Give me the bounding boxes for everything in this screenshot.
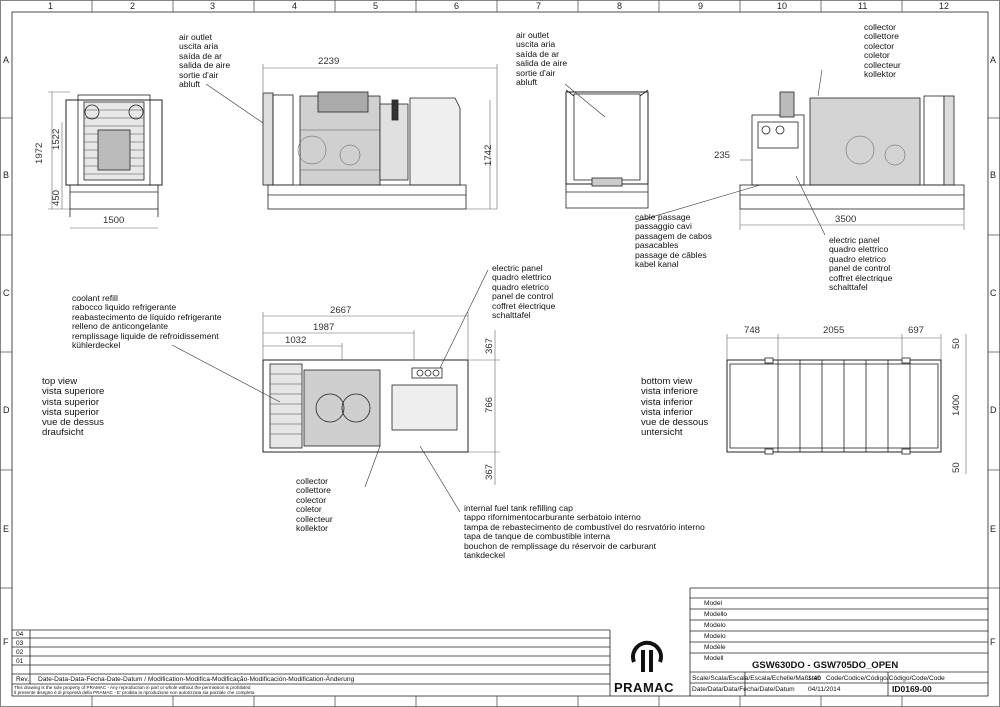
col-label: 12 xyxy=(939,1,950,11)
row-label: B xyxy=(990,170,997,180)
dim-top-short: 1032 xyxy=(285,335,307,346)
dim-bottom-right-c: 50 xyxy=(951,462,962,473)
row-label: A xyxy=(3,55,10,65)
col-label: 9 xyxy=(698,1,704,11)
property-note: Il presente disegno è di proprietà della… xyxy=(14,690,255,695)
bottom-view xyxy=(726,357,942,455)
pramac-logo xyxy=(631,640,663,672)
cable-passage-label: cable passage passaggio cavi passagem de… xyxy=(635,212,712,270)
col-label: 11 xyxy=(858,1,868,11)
code-label: Code/Codice/Código/Código/Code/Code xyxy=(826,675,945,682)
air-outlet-label: air outlet uscita aria saída de ar salid… xyxy=(516,30,568,88)
title-block xyxy=(12,587,988,696)
date-value: 04/11/2014 xyxy=(808,686,841,693)
dim-bottom-c: 697 xyxy=(908,325,925,336)
col-label: 1 xyxy=(48,1,54,11)
col-label: 3 xyxy=(210,1,216,11)
model-label: Modell xyxy=(704,655,724,662)
dim-front-height-inner: 1522 xyxy=(51,128,62,150)
brand-name: PRAMAC xyxy=(614,680,675,695)
dim-bottom-b: 2055 xyxy=(823,325,845,336)
scale-label: Scale/Scala/Escala/Escala/Echelle/Maßsta… xyxy=(692,675,822,682)
dim-rear-offset: 235 xyxy=(714,150,731,161)
row-label: E xyxy=(990,524,997,534)
row-label: A xyxy=(990,55,997,65)
col-label: 10 xyxy=(777,1,788,11)
model-label: Modèle xyxy=(704,644,726,651)
col-label: 4 xyxy=(292,1,298,11)
model-label: Model xyxy=(704,600,722,607)
dim-front-base: 450 xyxy=(51,189,62,206)
dim-rear-length: 3500 xyxy=(835,214,857,225)
fuel-cap-label: internal fuel tank refilling cap tappo r… xyxy=(464,503,705,561)
row-label: E xyxy=(3,524,10,534)
dim-front-width: 1500 xyxy=(103,215,125,226)
collector-label: collector collettore colector coletor co… xyxy=(296,476,333,534)
row-label: F xyxy=(3,637,9,647)
drawing-code: ID0169-00 xyxy=(892,684,932,694)
row-label: D xyxy=(990,405,997,415)
dim-top-mid: 1987 xyxy=(313,322,335,333)
dim-side-length: 2239 xyxy=(318,56,340,67)
col-label: 5 xyxy=(373,1,379,11)
revision-label: Rev. xyxy=(16,676,30,683)
revision-number: 02 xyxy=(16,649,24,656)
model-label: Modelo xyxy=(704,633,726,640)
dim-bottom-a: 748 xyxy=(744,325,761,336)
dim-top-right-c: 367 xyxy=(484,463,495,480)
col-label: 2 xyxy=(130,1,136,11)
bottom-view-label: bottom view vista inferiore vista inferi… xyxy=(641,376,709,439)
revision-header: Date-Data-Data-Fecha-Date-Datum / Modifi… xyxy=(38,676,355,683)
dim-top-length: 2667 xyxy=(330,305,352,316)
row-label: C xyxy=(3,288,10,298)
row-label: B xyxy=(3,170,10,180)
date-label: Date/Data/Data/Fecha/Date/Datum xyxy=(692,686,795,693)
revision-number: 04 xyxy=(16,631,24,638)
dim-top-right-a: 367 xyxy=(484,337,495,354)
electric-panel-label: electric panel quadro elettrico quadro e… xyxy=(492,263,556,321)
model-label: Modello xyxy=(704,611,728,618)
row-label: C xyxy=(990,288,997,298)
dim-side-height: 1742 xyxy=(483,144,494,166)
end-view xyxy=(565,89,649,209)
top-view xyxy=(262,359,469,453)
scale-value: 1:40 xyxy=(808,675,821,682)
side-view xyxy=(262,91,467,210)
dim-bottom-right-b: 1400 xyxy=(951,394,962,416)
row-label: D xyxy=(3,405,10,415)
rear-view xyxy=(739,91,965,210)
electric-panel-label: electric panel quadro elettrico quadro e… xyxy=(829,235,893,293)
col-label: 7 xyxy=(536,1,542,11)
front-view xyxy=(65,94,163,217)
revision-number: 03 xyxy=(16,640,24,647)
collector-label: collector collettore colector coletor co… xyxy=(864,22,901,80)
air-outlet-label: air outlet uscita aria saída de ar salid… xyxy=(179,32,231,90)
model-label: Modelo xyxy=(704,622,726,629)
model-value: GSW630DO - GSW705DO_OPEN xyxy=(752,660,899,671)
coolant-refill-label: coolant refill rabocco liquido refrigera… xyxy=(72,293,222,351)
revision-number: 01 xyxy=(16,658,24,665)
top-view-label: top view vista superiore vista superior … xyxy=(42,376,105,439)
row-label: F xyxy=(990,637,996,647)
dim-bottom-right-a: 50 xyxy=(951,338,962,349)
dim-top-right-b: 766 xyxy=(484,396,495,413)
dim-front-height: 1972 xyxy=(34,142,45,164)
col-label: 8 xyxy=(617,1,623,11)
col-label: 6 xyxy=(454,1,460,11)
property-note: This drawing is the sole property of PRA… xyxy=(14,685,251,690)
